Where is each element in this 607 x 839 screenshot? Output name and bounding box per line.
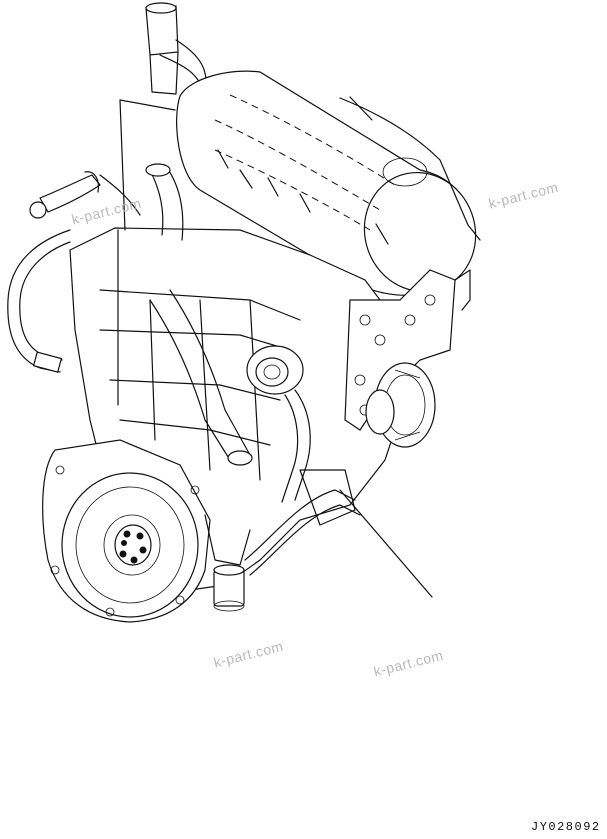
intake-pipe [149,289,253,466]
muffler [176,70,481,296]
coolant-hose [7,171,101,373]
oil-filter [204,514,251,612]
exhaust-pipe [145,2,207,96]
flywheel [42,439,211,623]
drawing-code: JY028092 [531,820,601,834]
upper-hose [99,163,184,241]
lower-pipe [244,469,361,576]
alternator [365,362,436,448]
callout-leader-line [339,489,433,598]
turbocharger [246,345,311,503]
mounting-bracket [344,269,471,431]
